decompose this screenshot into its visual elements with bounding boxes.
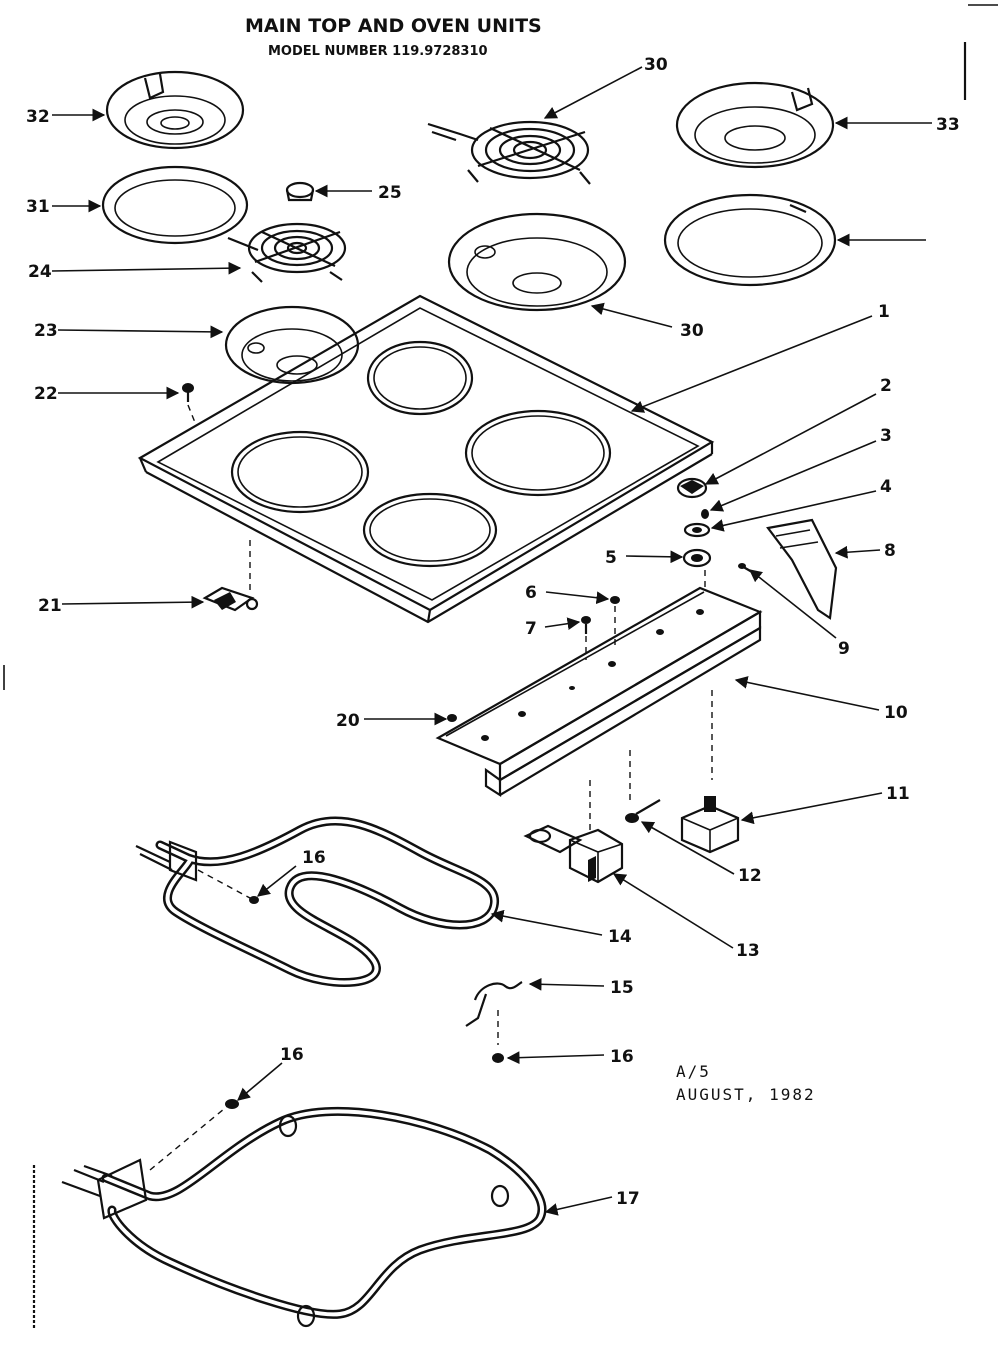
screw-6 [610,596,620,650]
callout-4: 4 [880,477,892,497]
callout-20: 22 [34,384,58,404]
callout-25: 30 [680,321,704,341]
callout-1: 1 [878,302,890,322]
cap-23 [285,181,315,202]
callout-13: 13 [736,941,760,961]
callout-23: 25 [378,183,402,203]
date-label: AUGUST, 1982 [676,1085,816,1104]
clip-15 [465,981,523,1045]
model-number: MODEL NUMBER 119.9728310 [268,44,488,59]
drip-pan-25 [447,212,627,312]
revision-label: A/5 [676,1062,711,1081]
washer-4 [683,522,711,538]
callout-6: 6 [525,583,537,603]
callout-16b: 16 [280,1045,304,1065]
screw-12 [625,799,661,823]
bezel-5 [682,548,712,568]
screw-16c [492,1053,504,1063]
terminal-block-19 [202,586,259,612]
spring-3 [701,509,709,519]
callout-22: 24 [28,262,52,282]
trim-ring-33 [663,193,837,287]
callout-12: 12 [738,866,762,886]
screw-18 [447,714,457,722]
callout-3: 3 [880,426,892,446]
callout-11: 11 [886,784,910,804]
screw-7 [581,616,591,660]
screw-20 [182,383,197,426]
callout-8: 8 [884,541,896,561]
callout-30: 31 [26,197,50,217]
callout-9: 9 [838,639,850,659]
drip-pan-21 [224,305,360,385]
callout-32: 33 [936,115,960,135]
callout-7: 7 [525,619,537,639]
bake-element-14 [135,816,500,987]
callout-17: 17 [616,1189,640,1209]
surface-element-22 [227,222,347,283]
callout-14: 14 [608,927,632,947]
drip-pan-32 [675,81,835,169]
callout-19: 21 [38,596,62,616]
callout-24: 30 [644,55,668,75]
callout-31: 32 [26,107,50,127]
bracket-8 [766,518,838,620]
callout-16c: 16 [610,1047,634,1067]
callout-2: 2 [880,376,892,396]
broil-element-17 [61,1099,547,1328]
drip-pan-31 [105,70,245,150]
callout-21: 23 [34,321,58,341]
diagram-title: MAIN TOP AND OVEN UNITS [245,15,542,37]
callout-18: 20 [336,711,360,731]
control-panel-10 [435,586,763,830]
surface-element-24 [427,120,591,185]
callout-labels: 32 31 24 23 22 21 25 30 33 30 1 2 3 4 5 … [26,55,960,1209]
knob-2 [676,477,708,499]
callout-16a: 16 [302,848,326,868]
main-top-1 [137,294,715,624]
switch-11 [680,796,740,854]
callout-5: 5 [605,548,617,568]
trim-ring-30 [101,165,249,245]
switch-13 [523,824,624,884]
leader-lines [51,66,932,1216]
callout-15: 15 [610,978,634,998]
callout-10: 10 [884,703,908,723]
